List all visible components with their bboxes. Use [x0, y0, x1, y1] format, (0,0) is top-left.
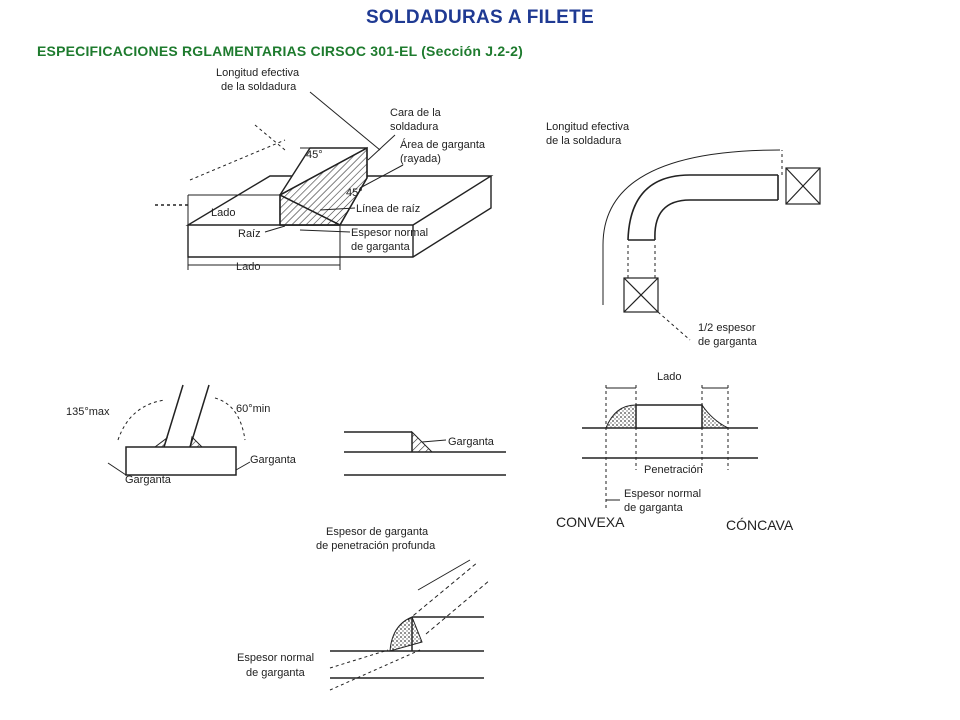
simple-fillet-labels: Garganta: [448, 436, 495, 448]
fig1-angle-mid: 45°: [346, 187, 363, 199]
convex-concave-labels: Lado Penetración Espesor normal de garga…: [556, 371, 794, 533]
page-subtitle: ESPECIFICACIONES RGLAMENTARIAS CIRSOC 30…: [37, 43, 524, 59]
fig1-area-label-2: (rayada): [400, 153, 441, 165]
fig5-espesor-label-1: Espesor normal: [624, 488, 701, 500]
fig4-garganta-label: Garganta: [448, 436, 495, 448]
curved-weld-labels: Longitud efectiva de la soldadura 1/2 es…: [546, 121, 758, 348]
fig6-espesor-label-1: Espesor normal: [237, 652, 314, 664]
fig3-garganta-bottom: Garganta: [125, 474, 172, 486]
fig1-longitud-label-1: Longitud efectiva: [216, 67, 300, 79]
fig1-angle-top: 45°: [306, 149, 323, 161]
fig1-espesor-label-1: Espesor normal: [351, 227, 428, 239]
page-title: SOLDADURAS A FILETE: [365, 7, 595, 28]
fig1-espesor-label-2: de garganta: [351, 241, 411, 253]
fig3-angle-max: 135°max: [66, 406, 110, 418]
curved-weld-figure: [602, 149, 821, 341]
fig2-medio-label-1: 1/2 espesor: [698, 322, 756, 334]
deep-penetration-figure: [329, 559, 491, 691]
fig5-penetracion-label: Penetración: [644, 464, 703, 476]
skewed-t-weld-figure: [107, 384, 251, 476]
fig2-longitud-label-2: de la soldadura: [546, 135, 622, 147]
fig3-garganta-right: Garganta: [250, 454, 297, 466]
convex-concave-figure: [582, 385, 758, 510]
fillet-weld-isometric-figure: [155, 91, 494, 270]
fig5-lado-label: Lado: [657, 371, 681, 383]
fig1-cara-label-1: Cara de la: [390, 107, 442, 119]
fig2-medio-label-2: de garganta: [698, 336, 758, 348]
fig1-lado-label: Lado: [211, 207, 235, 219]
fillet-weld-isometric-labels: Longitud efectiva de la soldadura Cara d…: [211, 67, 486, 273]
fig6-prof-label-2: de penetración profunda: [316, 540, 436, 552]
fig1-longitud-label-2: de la soldadura: [221, 81, 297, 93]
simple-fillet-figure: [344, 430, 506, 476]
fig6-prof-label-1: Espesor de garganta: [326, 526, 429, 538]
fig1-cara-label-2: soldadura: [390, 121, 439, 133]
skewed-t-weld-labels: 135°max 60°min Garganta Garganta: [66, 403, 297, 486]
fig1-raiz-label: Raíz: [238, 228, 261, 240]
fig1-area-label-1: Área de garganta: [400, 138, 486, 151]
fig1-lado-bottom-label: Lado: [236, 261, 260, 273]
fig1-linea-raiz-label: Línea de raíz: [356, 203, 420, 215]
fig5-espesor-label-2: de garganta: [624, 502, 684, 514]
fig5-concava-label: CÓNCAVA: [726, 517, 794, 533]
deep-penetration-labels: Espesor de garganta de penetración profu…: [237, 526, 436, 679]
fig3-angle-min: 60°min: [236, 403, 270, 415]
fig6-espesor-label-2: de garganta: [246, 667, 306, 679]
fig5-convexa-label: CONVEXA: [556, 514, 625, 530]
fig2-longitud-label-1: Longitud efectiva: [546, 121, 630, 133]
